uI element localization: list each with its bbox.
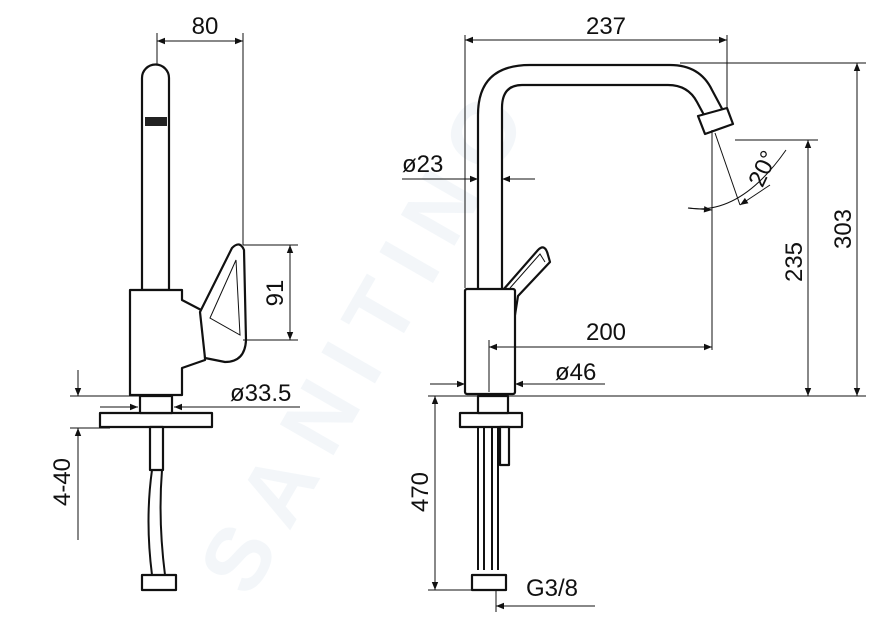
dim-base-diameter: ø46 [555,359,596,386]
front-body [463,287,517,396]
side-hose-nut [140,573,178,592]
dim-angle: 20° [743,147,783,191]
dim-connection: G3/8 [526,575,578,602]
front-hose-nut [470,573,508,592]
front-view: 237 ø23 20° 235 303 200 ø46 470 G3/8 [402,13,866,612]
dim-lever-height: 91 [262,280,289,307]
dim-total-height: 303 [830,209,857,249]
side-body [128,288,207,397]
dim-outlet-height: 235 [781,242,808,282]
side-aerator [145,117,167,126]
front-base-plate [458,411,524,429]
dim-projection: 200 [586,319,626,346]
side-view: 80 91 ø33.5 4-40 [49,13,300,592]
dim-body-diameter: ø33.5 [230,380,291,407]
side-spout [140,63,171,292]
side-lever [198,243,248,364]
dim-reach: 237 [586,13,626,40]
front-aerator [696,106,735,136]
dim-spout-diameter: ø23 [402,151,443,178]
side-base-plate [98,411,214,429]
dim-deck-thickness: 4-40 [49,458,76,506]
dim-width: 80 [192,13,219,40]
dim-hose-length: 470 [407,472,434,512]
